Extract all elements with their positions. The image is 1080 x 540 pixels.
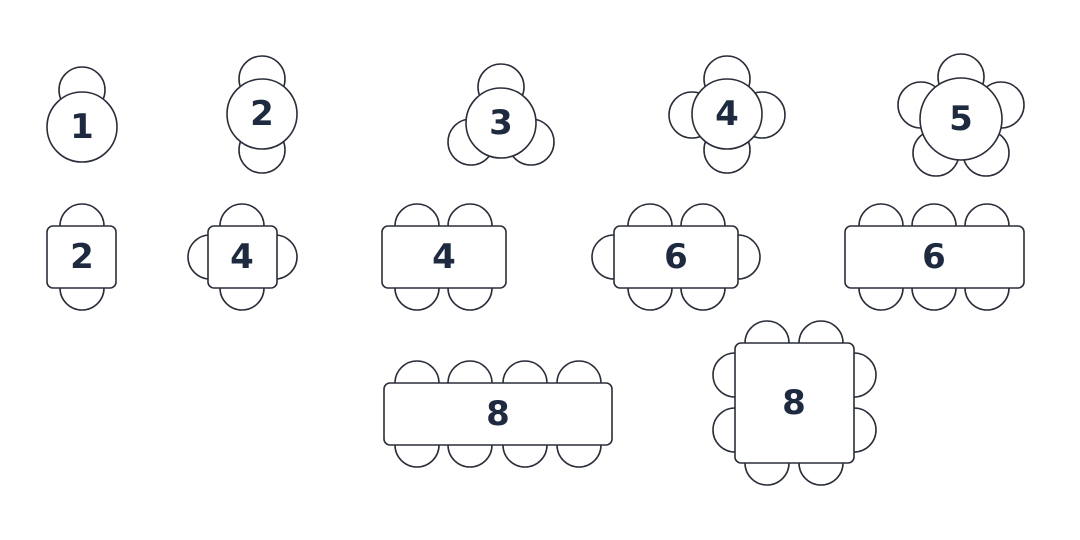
- round-table-2-seats: 2: [226, 55, 298, 174]
- round-table-4-seats: 4: [668, 55, 786, 174]
- seat-count-label: 6: [664, 237, 688, 277]
- round-table-3-seats: 3: [447, 63, 555, 166]
- seat-count-label: 8: [486, 394, 510, 434]
- rectangle-table: [381, 225, 507, 289]
- square-table-4-seats: 4: [187, 203, 298, 311]
- seat-count-label: 4: [230, 237, 254, 277]
- round-table-1-seat: 1: [46, 66, 118, 163]
- seat-count-label: 5: [949, 99, 973, 139]
- round-table: [919, 77, 1003, 161]
- round-table: [691, 78, 763, 150]
- seat-count-label: 8: [782, 383, 806, 423]
- round-table: [465, 87, 537, 159]
- round-table: [226, 78, 298, 150]
- square-table: [207, 225, 278, 289]
- seat-count-label: 4: [715, 94, 739, 134]
- rectangle-table: [383, 382, 613, 446]
- seat-count-label: 6: [922, 237, 946, 277]
- rectangle-table-4-seats: 4: [381, 203, 507, 311]
- large-square-table-8-seats: 8: [712, 320, 877, 486]
- rectangle-table-6-seats-ends: 6: [591, 203, 761, 311]
- seat-count-label: 2: [70, 237, 94, 277]
- seat-count-label: 4: [432, 237, 456, 277]
- square-table: [46, 225, 117, 289]
- seat-count-label: 2: [250, 94, 274, 134]
- rectangle-table-6-seats-sides: 6: [844, 203, 1025, 311]
- round-table-5-seats: 5: [897, 53, 1025, 177]
- square-table-2-seats: 2: [46, 203, 117, 311]
- rectangle-table-8-seats: 8: [383, 360, 613, 468]
- rectangle-table: [844, 225, 1025, 289]
- seat-count-label: 3: [489, 103, 513, 143]
- seat-count-label: 1: [70, 107, 94, 147]
- large-square-table: [734, 342, 855, 464]
- round-table: [46, 91, 118, 163]
- rectangle-table: [613, 225, 739, 289]
